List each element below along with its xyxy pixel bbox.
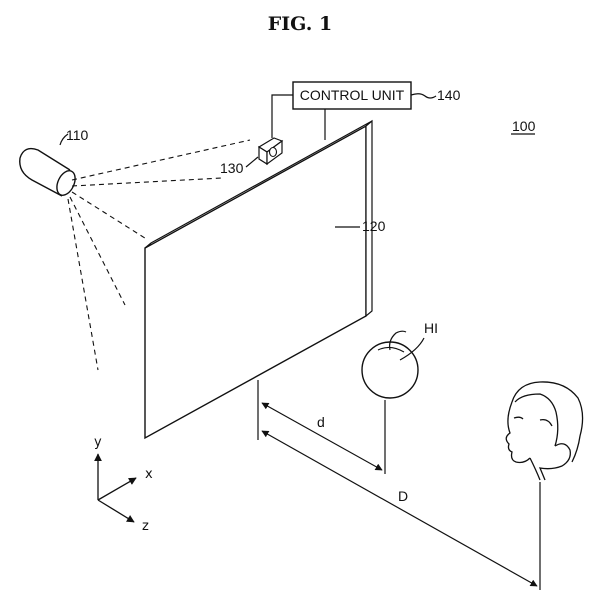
hologram-ref-label: HI — [424, 320, 438, 336]
camera-wire — [271, 94, 293, 138]
system-ref-label: 100 — [512, 118, 536, 134]
viewer-head — [505, 381, 584, 481]
camera-leader — [245, 156, 259, 168]
projection-beams — [67, 139, 251, 371]
distance-D-label: D — [398, 488, 408, 504]
y-axis-label: y — [94, 435, 102, 450]
coordinate-axes — [94, 453, 137, 523]
distance-D-arrow — [261, 430, 538, 587]
control-unit-leader — [410, 93, 437, 99]
camera-ref-label: 130 — [220, 160, 244, 176]
distance-d-label: d — [317, 414, 325, 430]
apple-stem-icon — [389, 330, 407, 351]
hologram-apple — [361, 330, 419, 399]
control-unit: CONTROL UNIT — [292, 81, 412, 110]
z-axis-label: z — [142, 519, 149, 534]
control-unit-box — [292, 81, 412, 110]
camera — [257, 137, 284, 166]
screen — [144, 119, 373, 440]
distance-lines — [257, 380, 541, 590]
x-axis-label: x — [145, 467, 153, 482]
projector-ref-label: 110 — [66, 127, 89, 143]
screen-ref-label: 120 — [362, 218, 386, 234]
control-unit-ref-label: 140 — [437, 87, 461, 103]
control-unit-text: CONTROL UNIT — [300, 87, 405, 103]
camera-lens-icon — [268, 146, 278, 158]
hologram-leader — [399, 337, 425, 361]
projector-leader — [59, 133, 69, 146]
z-axis-arrow — [97, 499, 135, 523]
x-axis-arrow — [97, 477, 137, 501]
figure-title: FIG. 1 — [268, 13, 332, 35]
projector — [19, 147, 76, 197]
